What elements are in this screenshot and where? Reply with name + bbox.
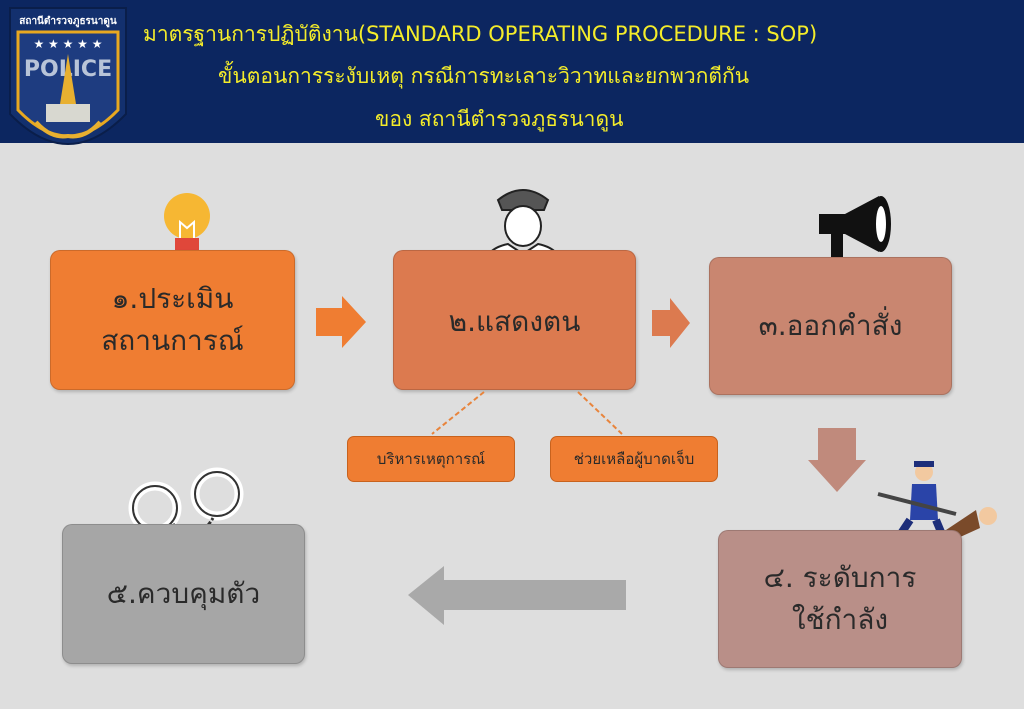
step-5-take-into-custody: ๕.ควบคุมตัว bbox=[62, 524, 305, 664]
title-line-1: มาตรฐานการปฏิบัติงาน(STANDARD OPERATING … bbox=[143, 22, 818, 46]
step-2-label: ๒.แสดงตน bbox=[448, 305, 581, 338]
svg-text:★ ★ ★ ★ ★: ★ ★ ★ ★ ★ bbox=[33, 37, 102, 51]
arrow-4-to-5 bbox=[408, 566, 626, 625]
header-banner: สถานีตำรวจภูธรนาดูน ★ ★ ★ ★ ★ POLICE มาต… bbox=[0, 0, 1024, 145]
arrow-2-to-3 bbox=[652, 298, 690, 348]
substep-manage-incident: บริหารเหตุการณ์ bbox=[347, 436, 515, 482]
police-badge-logo: สถานีตำรวจภูธรนาดูน ★ ★ ★ ★ ★ POLICE bbox=[9, 7, 127, 145]
dashed-connector-1 bbox=[431, 391, 485, 435]
step-5-label: ๕.ควบคุมตัว bbox=[106, 577, 261, 610]
step-4-use-of-force: ๔. ระดับการใช้กำลัง bbox=[718, 530, 962, 668]
step-2-identify-self: ๒.แสดงตน bbox=[393, 250, 636, 390]
step-4-line-2: ใช้กำลัง bbox=[791, 603, 889, 636]
step-3-label: ๓.ออกคำสั่ง bbox=[758, 309, 903, 342]
step-3-give-orders: ๓.ออกคำสั่ง bbox=[709, 257, 952, 395]
svg-text:สถานีตำรวจภูธรนาดูน: สถานีตำรวจภูธรนาดูน bbox=[19, 15, 117, 28]
dashed-connector-2 bbox=[577, 391, 623, 435]
substep-help-injured: ช่วยเหลือผู้บาดเจ็บ bbox=[550, 436, 718, 482]
step-4-line-1: ๔. ระดับการ bbox=[763, 561, 917, 594]
arrow-3-to-4 bbox=[808, 428, 866, 492]
title-line-2: ขั้นตอนการระงับเหตุ กรณีการทะเลาะวิวาทแล… bbox=[218, 64, 750, 88]
arrow-1-to-2 bbox=[316, 296, 366, 348]
step-1-assess-situation: ๑.ประเมินสถานการณ์ bbox=[50, 250, 295, 390]
step-1-line-1: ๑.ประเมิน bbox=[111, 282, 234, 315]
title-line-3: ของ สถานีตำรวจภูธรนาดูน bbox=[375, 107, 624, 131]
step-1-line-2: สถานการณ์ bbox=[101, 324, 244, 357]
